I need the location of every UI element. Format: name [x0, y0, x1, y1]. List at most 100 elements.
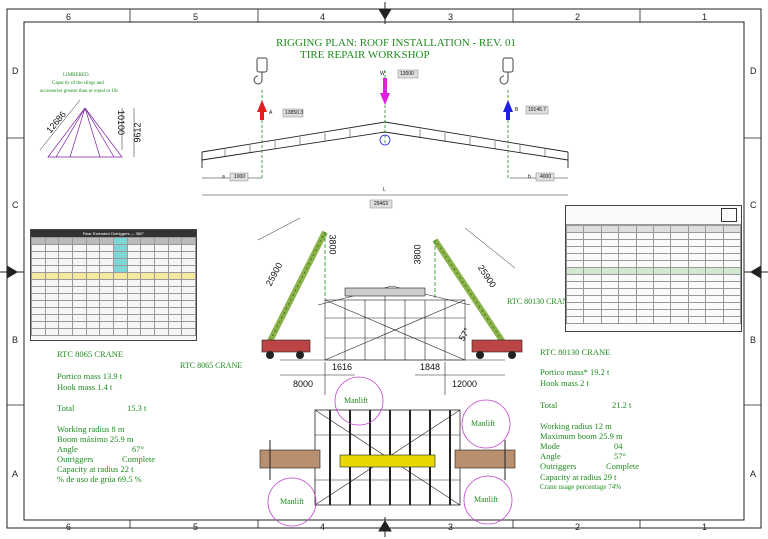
grid-row-a-right: A: [750, 469, 757, 479]
right-usage: Crane usage percentage 74%: [540, 483, 622, 491]
right-height: 3800: [412, 244, 423, 265]
right-boom-max: Maximum boom 25.9 m: [540, 431, 623, 441]
grid-col-3: 3: [448, 12, 454, 22]
manlift-label-3: Manlift: [280, 497, 304, 506]
left-hook-mass: Hook mass 1.4 t: [57, 382, 113, 392]
left-outriggers-value: Complete: [122, 454, 156, 464]
left-capacity: Capacity at radius 22 t: [57, 464, 134, 474]
sling-diagram: [39, 99, 135, 158]
right-mode-label: Mode: [540, 441, 560, 451]
grid-row-c: C: [12, 200, 19, 210]
right-angle-label: Angle: [540, 451, 561, 461]
sling-dim-c: 9612: [132, 122, 143, 143]
left-stats-heading: RTC 8065 CRANE: [57, 349, 124, 359]
dim-12000: 12000: [452, 379, 478, 389]
right-capacity: Capacity at radius 29 t: [540, 472, 617, 482]
right-outriggers-label: Outriggers: [540, 461, 577, 471]
dimension-boxes: [229, 69, 555, 209]
b-label: B: [515, 107, 519, 113]
left-angle-label: Angle: [57, 444, 78, 454]
left-load-chart-grid: [31, 237, 196, 336]
grid-col-2: 2: [575, 12, 581, 22]
left-boom-max: Boom máximo 25.9 m: [57, 434, 134, 444]
sling-note-3: accessories greater than or equal to 16t: [40, 89, 118, 94]
arrow-a-icon: [257, 100, 267, 112]
manufacturer-logo: [721, 208, 737, 222]
dim-1848: 1848: [420, 362, 441, 372]
left-load-chart: Rear Extended Outriggers — 360°: [30, 229, 197, 341]
left-total-label: Total: [57, 403, 75, 413]
right-angle-value: 57°: [614, 451, 626, 461]
right-hook-mass: Hook mass 2 t: [540, 378, 589, 388]
grid-row-c-right: C: [750, 200, 757, 210]
grid-col-2-bottom: 2: [575, 522, 581, 532]
grid-col-3-bottom: 3: [448, 522, 454, 532]
portal-structure: [280, 285, 505, 361]
right-total-label: Total: [540, 400, 558, 410]
crane-dimension-lines: [280, 362, 505, 395]
dim-8000: 8000: [293, 379, 314, 389]
plan-subtitle: TIRE REPAIR WORKSHOP: [300, 49, 430, 61]
left-total-value: 15.3 t: [127, 403, 147, 413]
left-angle-value: 67°: [132, 444, 144, 454]
grid-col-6-bottom: 6: [66, 522, 72, 532]
right-load-chart-grid: [566, 225, 741, 324]
grid-row-a: A: [12, 469, 19, 479]
a-small: a: [222, 174, 225, 180]
manlift-label-1: Manlift: [344, 396, 368, 405]
b-small: b: [528, 174, 531, 180]
left-outriggers-label: Outriggers: [57, 454, 94, 464]
right-working-radius: Working radius 12 m: [540, 421, 612, 431]
plan-title: RIGGING PLAN: ROOF INSTALLATION - REV. 0…: [276, 37, 516, 49]
left-height: 3800: [327, 234, 338, 255]
left-usage: % de uso de grúa 69.5 %: [57, 474, 142, 484]
grid-col-4: 4: [320, 12, 326, 22]
manlift-label-4: Manlift: [474, 495, 498, 504]
left-crane: [257, 217, 328, 359]
sling-note-2: Capacity of the slings and: [52, 81, 104, 86]
right-load-chart-header: [566, 206, 741, 225]
grid-row-d: D: [12, 66, 19, 76]
right-total-value: 21.2 t: [612, 400, 632, 410]
left-working-radius: Working radius 8 m: [57, 424, 125, 434]
right-mode-value: 04: [614, 441, 623, 451]
grid-col-1: 1: [702, 12, 708, 22]
a-value: 13850.3: [285, 110, 304, 116]
grid-row-b-right: B: [750, 335, 757, 345]
right-crane-label: RTC 80130 CRANE: [507, 297, 574, 306]
arrow-w-icon: [380, 93, 390, 105]
sling-note-1: LIMBERED.: [63, 73, 90, 78]
grid-col-5-bottom: 5: [193, 522, 199, 532]
dim-1616: 1616: [332, 362, 353, 372]
grid-col-5: 5: [193, 12, 199, 22]
grid-row-d-right: D: [750, 66, 757, 76]
right-outriggers-value: Complete: [606, 461, 640, 471]
l-value: 29463: [374, 201, 388, 207]
inner-frame: [23, 21, 745, 521]
w-label: W: [380, 71, 385, 77]
b-value: 19146.7: [528, 107, 547, 113]
arrow-b-icon: [503, 100, 513, 112]
grid-row-b: B: [12, 335, 19, 345]
manlift-label-2: Manlift: [471, 419, 495, 428]
w-value: 13000: [400, 71, 414, 77]
grid-col-4-bottom: 4: [320, 522, 326, 532]
grid-ticks: [7, 9, 761, 528]
left-portico-mass: Portico mass 13.9 t: [57, 371, 123, 381]
sling-dim-b: 10100: [116, 109, 127, 136]
right-load-chart: [565, 205, 742, 332]
left-load-chart-header: Rear Extended Outriggers — 360°: [31, 230, 196, 237]
l-label: L: [383, 187, 386, 193]
grid-col-6: 6: [66, 12, 72, 22]
grid-col-1-bottom: 1: [702, 522, 708, 532]
b-dim: 4000: [540, 174, 552, 180]
a-dim: 1000: [234, 174, 246, 180]
a-label: A: [269, 110, 273, 116]
plan-view: [259, 409, 516, 506]
manlift-zones: [267, 376, 513, 527]
left-crane-label: RTC 8065 CRANE: [180, 361, 243, 370]
right-portico-mass: Portico mass* 19.2 t: [540, 367, 610, 377]
